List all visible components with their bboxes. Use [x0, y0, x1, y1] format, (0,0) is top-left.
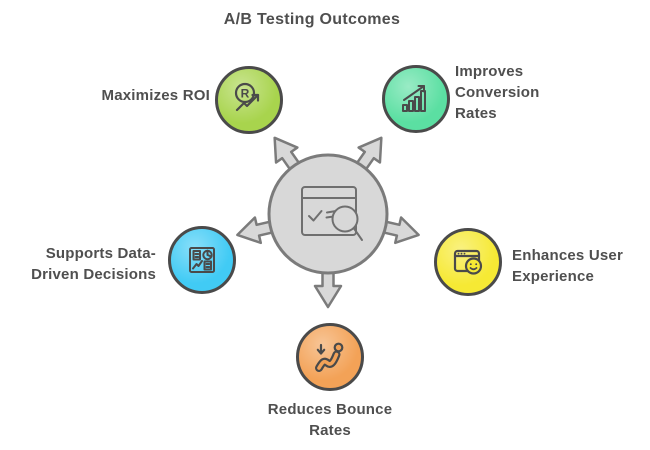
- browser-smiley-icon: [453, 249, 483, 275]
- node-reduces-bounce-rates: [296, 323, 364, 391]
- svg-text:R: R: [241, 87, 250, 101]
- ab-test-inspect-icon: [301, 186, 363, 241]
- node-improves-conversion-rates: [382, 65, 450, 133]
- node-maximizes-roi: R: [215, 66, 283, 134]
- label-reduces-bounce-rates: Reduces Bounce Rates: [267, 401, 393, 439]
- diagram-title: A/B Testing Outcomes: [223, 11, 401, 28]
- bounce-curve-icon: [315, 342, 344, 372]
- label-improves-conversion-rates: Improves Conversion Rates: [455, 63, 540, 122]
- analytics-dashboard-icon: [189, 247, 215, 273]
- label-enhances-user-experience: Enhances User Experience: [512, 247, 623, 285]
- label-maximizes-roi: Maximizes ROI: [101, 87, 210, 104]
- label-supports-data-driven-decisions: Supports Data-Driven Decisions: [31, 245, 156, 283]
- node-enhances-user-experience: [434, 228, 502, 296]
- node-supports-data-driven-decisions: [168, 226, 236, 294]
- bar-chart-growth-icon: [402, 85, 426, 112]
- roi-trend-icon: R: [234, 82, 260, 112]
- hub-circle: [267, 153, 389, 275]
